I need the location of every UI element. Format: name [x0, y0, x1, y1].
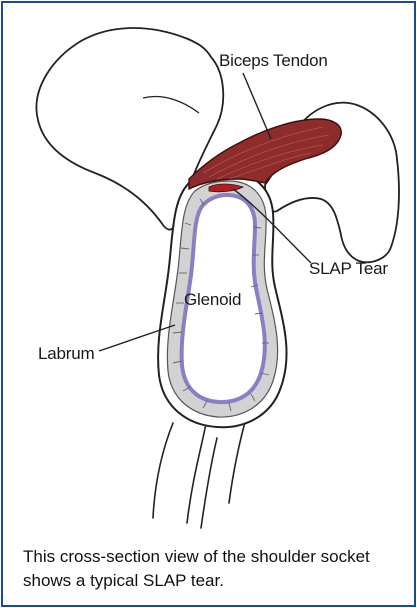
glenoid-label: Glenoid: [184, 290, 241, 310]
labrum-label: Labrum: [38, 344, 94, 364]
scapula-neck: [153, 413, 247, 528]
figure-caption: This cross-section view of the shoulder …: [23, 545, 403, 593]
biceps-tendon-leader: [243, 73, 271, 139]
biceps-tendon-label: Biceps Tendon: [219, 51, 328, 71]
slap-tear-label: SLAP Tear: [309, 259, 388, 279]
